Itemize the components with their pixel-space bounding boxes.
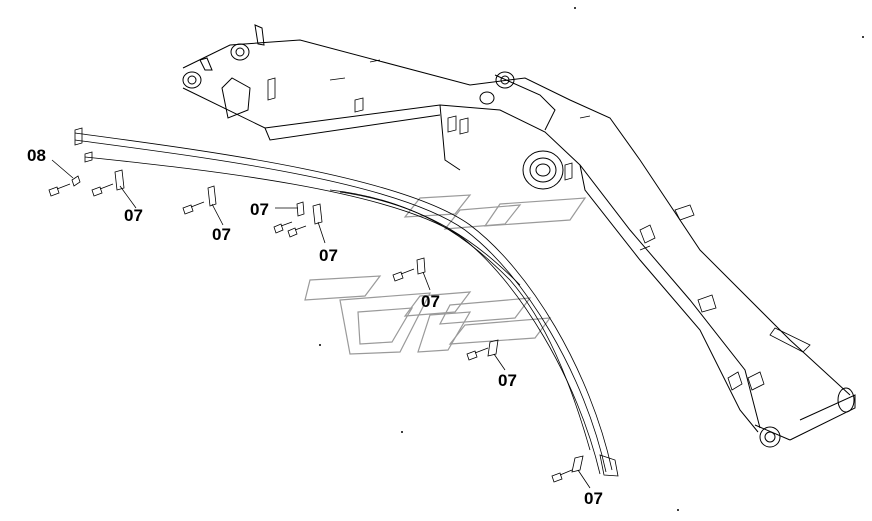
watermark-logo bbox=[304, 194, 587, 355]
callout-07: 07 bbox=[584, 489, 603, 508]
callout-07: 07 bbox=[250, 200, 269, 219]
callout-07: 07 bbox=[319, 246, 338, 265]
callout-07: 07 bbox=[212, 225, 231, 244]
clamp-parts bbox=[114, 169, 584, 473]
bolts bbox=[48, 175, 573, 483]
hose-lines bbox=[74, 127, 619, 477]
leader-lines bbox=[51, 159, 591, 489]
callout-07: 07 bbox=[124, 206, 143, 225]
specks bbox=[319, 7, 864, 511]
callout-08: 08 bbox=[27, 146, 46, 165]
callout-07: 07 bbox=[498, 371, 517, 390]
callout-07: 07 bbox=[421, 292, 440, 311]
boom bbox=[182, 24, 856, 448]
